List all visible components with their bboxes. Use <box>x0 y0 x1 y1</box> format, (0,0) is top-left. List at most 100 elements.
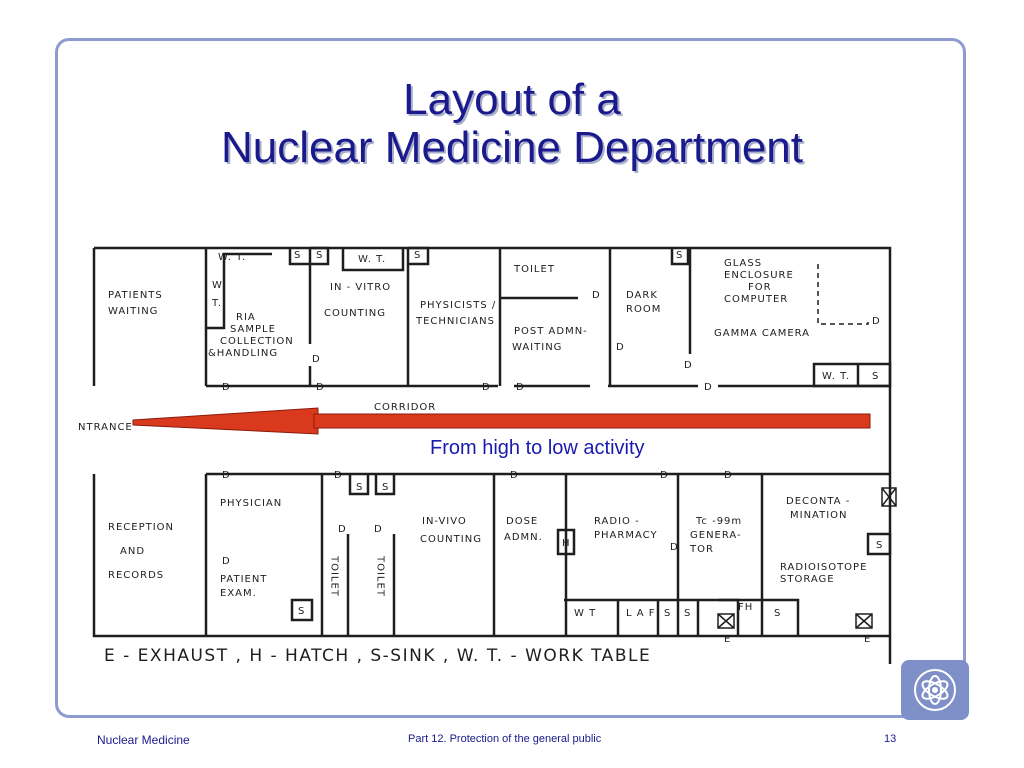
label-sink-t1: S <box>294 250 301 261</box>
label-door-b1: D <box>222 470 231 481</box>
label-invivo-1: IN-VIVO <box>422 516 467 527</box>
label-door-b8: D <box>670 542 679 553</box>
label-invitro-2: COUNTING <box>324 308 386 319</box>
label-door-3: D <box>316 382 325 393</box>
label-sink-b4: S <box>664 608 671 619</box>
label-storage-2: STORAGE <box>780 574 835 585</box>
label-reception-1: RECEPTION <box>108 522 174 533</box>
label-glass-2: ENCLOSURE <box>724 270 794 281</box>
label-sink-b2: S <box>356 482 363 493</box>
label-post-admin-2: WAITING <box>512 342 562 353</box>
glass-enclosure-line <box>817 264 869 325</box>
footer-course-name: Nuclear Medicine <box>97 733 190 747</box>
label-physician: PHYSICIAN <box>220 498 282 509</box>
label-physicists-2: TECHNICIANS <box>415 316 495 327</box>
label-toilet: TOILET <box>513 264 555 275</box>
label-toilet-v1: TOILET <box>329 555 340 597</box>
title-line-1: Layout of a <box>403 75 621 124</box>
label-sink-b6: S <box>774 608 781 619</box>
label-sink-t4: S <box>676 250 683 261</box>
label-door-b4: D <box>338 524 347 535</box>
label-dose-2: ADMN. <box>504 532 543 543</box>
label-post-admin-1: POST ADMN- <box>514 326 588 337</box>
label-wt-side-w: W <box>212 280 223 291</box>
label-reception-2: AND <box>120 546 145 557</box>
label-glass-1: GLASS <box>724 258 762 269</box>
label-hatch: H <box>562 538 571 549</box>
title-line-2: Nuclear Medicine Department <box>220 123 804 172</box>
label-door-4: D <box>482 382 491 393</box>
label-wt-bottom: W T <box>574 608 596 619</box>
label-door-b9: D <box>724 470 733 481</box>
label-ria-4: &HANDLING <box>208 348 278 359</box>
label-ria-2: SAMPLE <box>230 324 276 335</box>
label-patients-waiting-1: PATIENTS <box>108 290 163 301</box>
slide-title: Layout of a Nuclear Medicine Department <box>0 76 1024 172</box>
plan-legend: E - EXHAUST , H - HATCH , S-SINK , W. T.… <box>104 646 652 666</box>
label-door-b3: D <box>334 470 343 481</box>
label-laf: L A F <box>626 608 656 619</box>
label-exhaust-2: E <box>724 634 731 645</box>
label-ria-3: COLLECTION <box>220 336 294 347</box>
label-tc-3: TOR <box>689 544 714 555</box>
label-sink-b7: S <box>876 540 883 551</box>
label-dark-2: ROOM <box>626 304 661 315</box>
label-glass-4: COMPUTER <box>724 294 788 305</box>
label-door-6: D <box>592 290 601 301</box>
label-door-b7: D <box>660 470 669 481</box>
floor-plan-drawing: PATIENTS WAITING W. T. W T. RIA SAMPLE C… <box>78 246 897 664</box>
label-decon-2: MINATION <box>790 510 848 521</box>
label-door-2: D <box>312 354 321 365</box>
footer-section-title: Part 12. Protection of the general publi… <box>408 733 602 745</box>
exhaust-markers <box>717 487 897 629</box>
label-invitro-1: IN - VITRO <box>330 282 391 293</box>
label-sink-t2: S <box>316 250 323 261</box>
label-glass-3: FOR <box>748 282 772 293</box>
label-patient-1: PATIENT <box>220 574 267 585</box>
label-sink-b1: S <box>298 606 305 617</box>
label-wt-top-2: W. T. <box>358 254 386 265</box>
label-door-b2: D <box>222 556 231 567</box>
label-entrance: NTRANCE <box>78 422 133 433</box>
label-sink-t3: S <box>414 250 421 261</box>
label-door-8: D <box>684 360 693 371</box>
atom-icon <box>914 669 956 711</box>
label-gamma-camera: GAMMA CAMERA <box>714 328 810 339</box>
label-dark-1: DARK <box>626 290 658 301</box>
activity-arrow-shaft <box>313 413 871 429</box>
label-decon-1: DECONTA - <box>786 496 850 507</box>
label-fh: FH <box>738 602 753 613</box>
label-wt-right: W. T. <box>822 371 850 382</box>
label-tc-2: GENERA- <box>690 530 742 541</box>
label-dose-1: DOSE <box>506 516 538 527</box>
iaea-logo <box>901 660 969 720</box>
label-door-7: D <box>616 342 625 353</box>
label-patient-2: EXAM. <box>220 588 257 599</box>
label-sink-b5: S <box>684 608 691 619</box>
label-sink-right: S <box>872 371 879 382</box>
label-corridor: CORRIDOR <box>374 402 436 413</box>
label-wt-top-1: W. T. <box>218 252 246 263</box>
label-toilet-v2: TOILET <box>375 555 386 597</box>
label-patients-waiting-2: WAITING <box>108 306 158 317</box>
label-door-b6: D <box>510 470 519 481</box>
label-tc-1: Tc -99m <box>695 516 742 527</box>
label-door-10: D <box>872 316 881 327</box>
label-door-b5: D <box>374 524 383 535</box>
slide-frame <box>55 38 966 718</box>
label-door-5: D <box>516 382 525 393</box>
label-door-9: D <box>704 382 713 393</box>
activity-caption: From high to low activity <box>430 437 645 459</box>
label-door-1: D <box>222 382 231 393</box>
walls <box>92 246 892 664</box>
floor-plan: PATIENTS WAITING W. T. W T. RIA SAMPLE C… <box>78 244 898 674</box>
label-invivo-2: COUNTING <box>420 534 482 545</box>
label-radio-1: RADIO - <box>594 516 640 527</box>
label-exhaust-3: E <box>864 634 871 645</box>
label-reception-3: RECORDS <box>108 570 164 581</box>
activity-arrow-head <box>132 407 319 435</box>
label-radio-2: PHARMACY <box>594 530 658 541</box>
label-sink-b3: S <box>382 482 389 493</box>
footer-page-number: 13 <box>884 733 897 745</box>
label-physicists-1: PHYSICISTS / <box>420 300 496 311</box>
